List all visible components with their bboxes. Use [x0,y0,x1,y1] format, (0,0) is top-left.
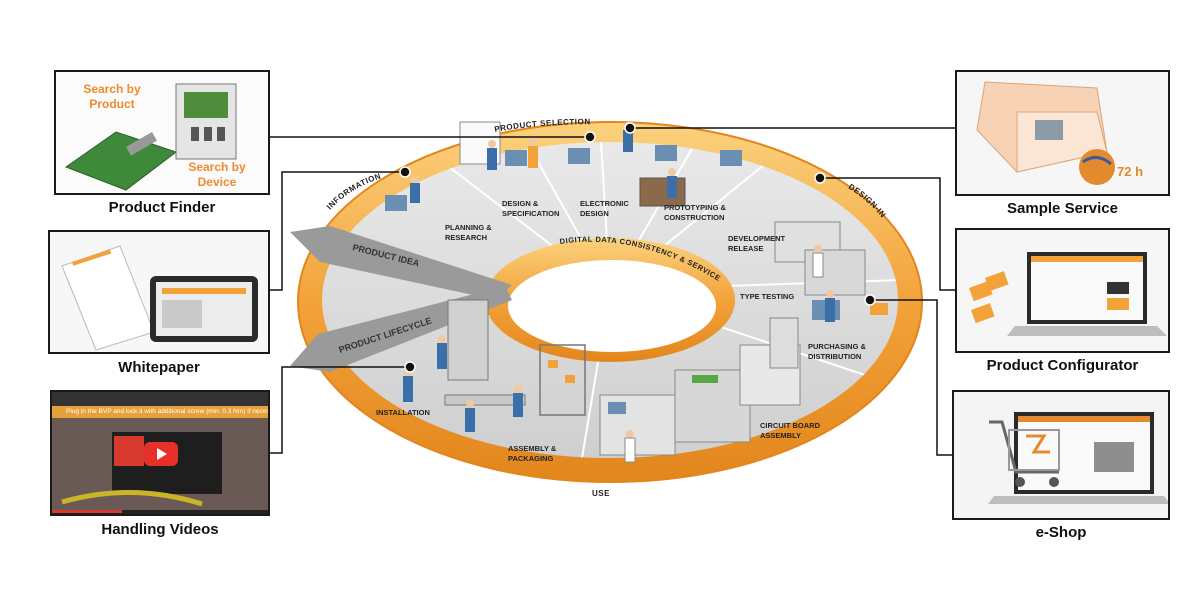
stage-label-line: PACKAGING [508,454,553,463]
stage-label-line: ASSEMBLY [760,431,801,440]
sample-box-image [976,81,1115,185]
circuit-board-image [64,83,237,191]
play-button-icon[interactable] [144,442,178,466]
outer-ring-edge [297,121,923,483]
video-banner: Plug in the BVP and lock it with additio… [52,406,268,418]
eshop-caption[interactable]: e-Shop [1035,524,1087,541]
stage-prototyping-construction: PROTOTYPING &CONSTRUCTION [664,203,727,222]
eshop-panel[interactable] [952,390,1170,520]
workers [403,122,835,463]
handling-videos-panel[interactable]: Plug in the BVP and lock it with additio… [50,390,270,516]
stage-label-line: RESEARCH [445,233,487,242]
machinery [385,121,888,456]
stage-label-line: ASSEMBLY & [508,444,557,453]
product-configurator-caption[interactable]: Product Configurator [986,357,1139,374]
stage-label-line: DESIGN & [502,199,539,208]
stage-installation: INSTALLATION [376,408,430,417]
stage-label-line: SPECIFICATION [502,209,559,218]
sample-badge: 72 h [1117,164,1144,179]
stage-label-line: TYPE TESTING [740,292,794,301]
product-finder-caption[interactable]: Product Finder [108,199,216,216]
handling-videos-caption[interactable]: Handling Videos [101,521,219,538]
stage-assembly-packaging: ASSEMBLY &PACKAGING [508,444,557,463]
stage-type-testing: TYPE TESTING [740,292,794,301]
stage-planning-research: PLANNING &RESEARCH [445,223,492,242]
whitepaper-image [61,245,258,351]
stage-label-line: DISTRIBUTION [808,352,861,361]
connector-lines [270,127,955,456]
stage-label-line: ELECTRONIC [580,199,629,208]
stage-label-line: PROTOTYPING & [664,203,727,212]
ring-label-use: USE [592,489,610,498]
product-idea-band [290,226,512,300]
inner-hole [508,260,716,352]
stage-design-specification: DESIGN &SPECIFICATION [502,199,559,218]
stage-label-line: CIRCUIT BOARD [760,421,821,430]
laptop-configurator-image [969,252,1167,336]
stage-label-line: CONSTRUCTION [664,213,724,222]
stage-purchasing-distribution: PURCHASING &DISTRIBUTION [808,342,867,361]
stage-label-line: PURCHASING & [808,342,867,351]
sample-service-caption[interactable]: Sample Service [1007,200,1118,217]
whitepaper-panel[interactable] [48,230,270,354]
stage-label-line: DEVELOPMENT [728,234,786,243]
stage-label-line: RELEASE [728,244,763,253]
stage-label-line: PLANNING & [445,223,492,232]
eshop-laptop-image [988,412,1168,504]
sample-service-panel[interactable]: 72 h [955,70,1170,196]
video-title-bar [52,392,268,406]
stage-label-line: DESIGN [580,209,609,218]
stage-label-line: INSTALLATION [376,408,430,417]
connector-dots [399,122,876,373]
product-configurator-panel[interactable] [955,228,1170,353]
whitepaper-caption[interactable]: Whitepaper [118,359,200,376]
